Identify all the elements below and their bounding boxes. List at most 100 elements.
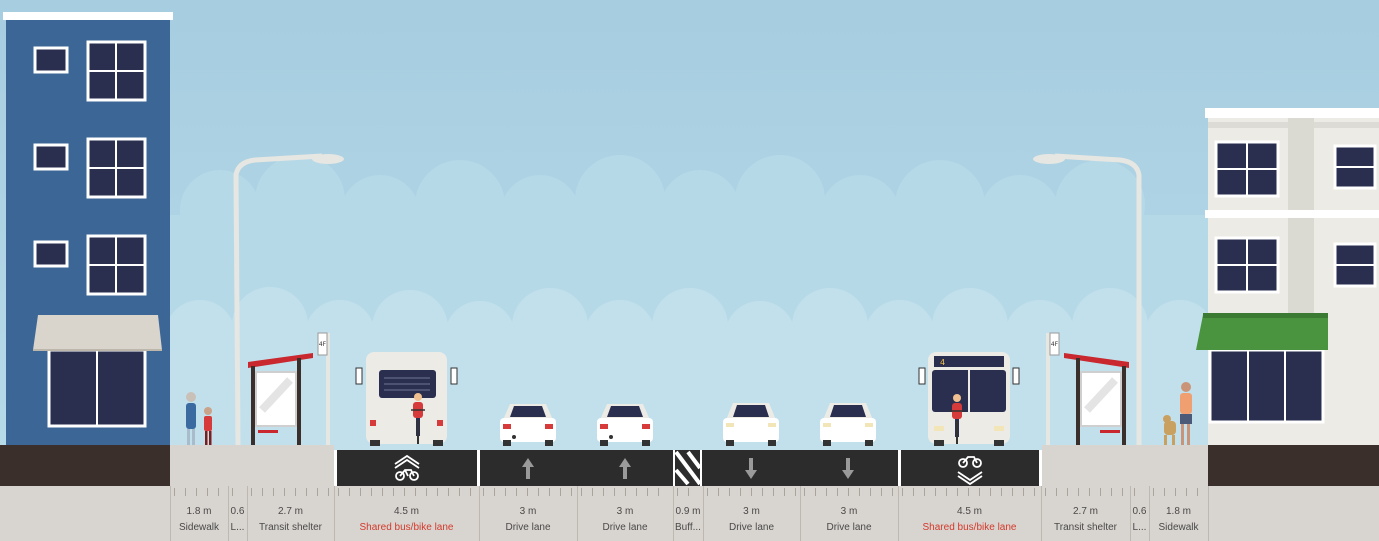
segment-divider (1130, 486, 1131, 541)
segment-ruler (1153, 488, 1204, 496)
ground-left (0, 445, 170, 486)
clouds-front (165, 287, 1215, 450)
segment-width: 2.7 m (277, 506, 303, 517)
segment-name: Drive lane (826, 522, 872, 533)
segment-label[interactable]: 3 m Drive lane (800, 486, 898, 541)
segment-width: 3 m (519, 506, 537, 517)
segment-name: L... (230, 522, 245, 533)
stop-sign-label-right: 4F (1051, 341, 1059, 348)
segment-label[interactable]: 1.8 m Sidewalk (1149, 486, 1208, 541)
segment-divider (247, 486, 248, 541)
segment-name: Buff... (675, 522, 701, 533)
segment-name: Sidewalk (178, 522, 220, 533)
segment-name: Shared bus/bike lane (359, 522, 454, 533)
segment-name: Drive lane (505, 522, 551, 533)
segment-ruler (581, 488, 669, 496)
pedestrian-right (1180, 382, 1192, 445)
cyclist-right (950, 394, 964, 444)
lane-arrows (522, 458, 854, 479)
segment-label[interactable]: 3 m Drive lane (577, 486, 673, 541)
segment-name: Sidewalk (1158, 522, 1199, 533)
ground-right (1208, 445, 1379, 486)
segment-ruler (174, 488, 224, 496)
segment-divider (703, 486, 704, 541)
car-3 (723, 403, 779, 446)
car-4 (820, 403, 876, 446)
segment-name: L... (1132, 522, 1147, 533)
segment-ruler (804, 488, 894, 496)
street-light-left (233, 153, 344, 446)
segment-ruler (902, 488, 1037, 496)
pedestrian-left-child (204, 407, 212, 445)
segment-label[interactable]: 3 m Drive lane (703, 486, 800, 541)
bus-left (355, 352, 458, 446)
segment-width: 1.8 m (1165, 506, 1191, 517)
segment-divider (577, 486, 578, 541)
segment-divider (228, 486, 229, 541)
stop-sign-label-left: 4F (319, 341, 327, 348)
bus-bike-lane-icon (394, 454, 420, 481)
arrow-up-icon (522, 458, 534, 479)
segment-name: Shared bus/bike lane (922, 522, 1017, 533)
segment-divider (334, 486, 335, 541)
arrow-up-icon (619, 458, 631, 479)
segment-name: Drive lane (602, 522, 648, 533)
sidewalk-left (170, 445, 334, 486)
segment-label[interactable]: 1.8 m Sidewalk (170, 486, 228, 541)
segment-width: 4.5 m (956, 506, 982, 517)
segment-divider (170, 486, 171, 541)
pedestrian-left-adult (186, 392, 196, 445)
street-light-right (1033, 153, 1142, 445)
segment-label[interactable]: 0.9 m Buff... (673, 486, 703, 541)
sidewalk-right (1042, 445, 1208, 486)
bus-bike-lane-icon (957, 456, 983, 486)
segment-ruler (1134, 488, 1145, 496)
transit-shelter-left (248, 333, 330, 445)
segment-label[interactable]: 2.7 m Transit shelter (1041, 486, 1130, 541)
segment-divider (673, 486, 674, 541)
building-left (3, 12, 173, 448)
segment-width: 0.6 (1132, 506, 1147, 517)
segment-divider (898, 486, 899, 541)
segment-divider (1041, 486, 1042, 541)
segment-width: 1.8 m (186, 506, 212, 517)
segment-divider (1149, 486, 1150, 541)
lane-markings (334, 450, 1042, 486)
segment-width: 2.7 m (1072, 506, 1098, 517)
segment-width: 3 m (616, 506, 634, 517)
segment-ruler (707, 488, 796, 496)
bus-route-number: 4 (940, 358, 945, 367)
dog (1163, 415, 1176, 445)
segment-ruler (1045, 488, 1126, 496)
bus-right: 4 (918, 352, 1020, 446)
segment-label[interactable]: 3 m Drive lane (479, 486, 577, 541)
buffer-hatch (674, 450, 702, 486)
segment-name: Transit shelter (1054, 522, 1117, 533)
transit-shelter-right (1046, 333, 1129, 445)
segment-label[interactable]: 2.7 m Transit shelter (247, 486, 334, 541)
segment-width: 3 m (743, 506, 760, 517)
segment-width: 0.6 (230, 506, 245, 517)
segment-ruler (338, 488, 475, 496)
segment-ruler (483, 488, 573, 496)
segment-divider (1208, 486, 1209, 541)
segment-name: Drive lane (728, 522, 775, 533)
car-2 (597, 404, 653, 446)
segment-label[interactable]: 4.5 m Shared bus/bike lane (898, 486, 1041, 541)
cyclist-left (411, 393, 425, 444)
bus-stop-sign-left: 4F (317, 332, 328, 356)
car-1 (500, 404, 556, 446)
segment-ruler (232, 488, 243, 496)
segment-divider (479, 486, 480, 541)
arrow-down-icon (842, 458, 854, 479)
segment-divider (800, 486, 801, 541)
building-right (1196, 108, 1379, 448)
segment-width: 3 m (840, 506, 858, 517)
segment-width: 0.9 m (675, 506, 701, 517)
segment-name: Transit shelter (259, 522, 322, 533)
